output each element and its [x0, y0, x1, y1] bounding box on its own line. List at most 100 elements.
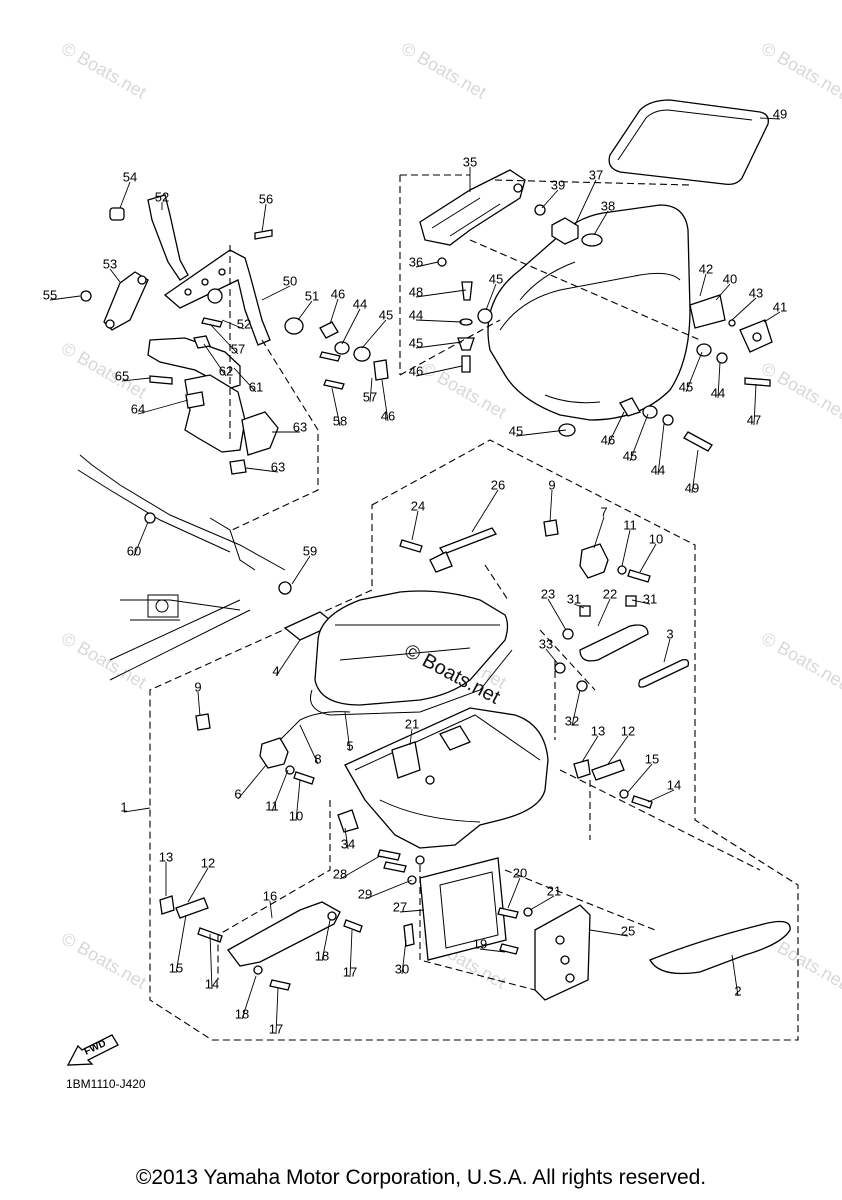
callout-label: 15 [169, 960, 183, 975]
leader-line [331, 387, 341, 427]
leader-line [109, 268, 121, 283]
callout-label: 63 [271, 459, 285, 474]
watermark: © Boats.net [758, 628, 842, 692]
callout-label: 4 [272, 663, 279, 678]
callout-label: 65 [115, 368, 129, 383]
mounting-rail-drawing [77, 194, 389, 681]
saddlebag-lid-drawing [399, 99, 773, 452]
leader-line [275, 639, 301, 677]
callout-label: 31 [643, 591, 657, 606]
leader-line [763, 311, 781, 323]
callout-label: 28 [333, 866, 347, 881]
callout-label: 46 [601, 432, 615, 447]
leader-line [597, 598, 611, 627]
callout-label: 45 [509, 423, 523, 438]
callout-label: 36 [409, 254, 423, 269]
callout-label: 39 [551, 177, 565, 192]
callout-label: 15 [645, 751, 659, 766]
callout-label: 62 [219, 363, 233, 378]
leader-line [479, 948, 506, 953]
leader-line [291, 555, 311, 585]
leader-line [349, 929, 353, 978]
leader-line [361, 319, 387, 349]
leader-line [339, 855, 381, 880]
leader-line [364, 879, 413, 900]
leader-line [297, 300, 313, 321]
callout-label: 52 [237, 316, 251, 331]
callout-label: 37 [589, 167, 603, 182]
watermark: © Boats.net [58, 38, 150, 102]
copyright-notice: ©2013 Yamaha Motor Corporation, U.S.A. A… [135, 1166, 707, 1189]
leader-line [715, 283, 731, 301]
leader-line [545, 648, 559, 665]
leader-line [731, 297, 757, 321]
callout-label: 11 [265, 798, 279, 813]
callout-label: 45 [409, 335, 423, 350]
leader-line [485, 283, 497, 311]
callout-label: 10 [649, 531, 663, 546]
leader-line [415, 341, 463, 349]
leader-line [415, 289, 467, 298]
callout-label: 18 [315, 948, 329, 963]
callout-label: 13 [159, 849, 173, 864]
leader-line [49, 295, 81, 301]
callout-label: 49 [685, 480, 699, 495]
leader-line [209, 933, 213, 990]
callout-label: 8 [314, 751, 321, 766]
callout-label: 60 [127, 543, 141, 558]
callout-label: 17 [269, 1021, 283, 1036]
leader-line [593, 516, 605, 549]
leader-line [639, 543, 657, 573]
leader-line [607, 735, 629, 765]
callout-label: 64 [131, 401, 145, 416]
callout-label: 44 [711, 385, 725, 400]
leader-line [471, 489, 499, 533]
callout-label: 12 [621, 723, 635, 738]
callout-label: 61 [249, 379, 263, 394]
leader-line [321, 919, 331, 962]
callout-label: 42 [699, 261, 713, 276]
callout-label: 21 [547, 883, 561, 898]
callout-label: 53 [103, 256, 117, 271]
callout-label: 56 [259, 191, 273, 206]
leader-line [237, 764, 267, 800]
leader-line [271, 769, 289, 812]
leader-line [607, 411, 625, 446]
leader-line [753, 383, 757, 426]
callout-label: 45 [489, 271, 503, 286]
leader-line [415, 319, 463, 323]
callout-label: 45 [679, 379, 693, 394]
callout-label: 45 [379, 307, 393, 322]
leader-line [699, 273, 707, 297]
leader-line [275, 987, 279, 1035]
callout-label: 41 [773, 299, 787, 314]
callout-label: 21 [405, 716, 419, 731]
callout-label: 38 [601, 198, 615, 213]
part-code: 1BM1110-J420 [66, 1077, 146, 1091]
leader-line [629, 413, 649, 462]
leader-line [647, 789, 675, 803]
leader-line [329, 298, 339, 325]
callout-label: 9 [194, 679, 201, 694]
saddlebag-drawing [159, 519, 791, 1001]
callout-label: 46 [331, 286, 345, 301]
callout-label: 57 [231, 341, 245, 356]
callout-label: 18 [235, 1006, 249, 1021]
leader-line [415, 261, 439, 268]
leader-line [187, 867, 209, 903]
leader-line [295, 779, 301, 822]
watermark: © Boats.net [758, 38, 842, 102]
leader-line [549, 489, 553, 523]
callout-label: 16 [263, 888, 277, 903]
callout-label: 55 [43, 287, 57, 302]
leader-line [261, 203, 267, 233]
watermark: © Boats.net [58, 628, 150, 692]
watermark: © Boats.net [398, 38, 490, 102]
callout-label: 47 [747, 412, 761, 427]
leader-line [589, 929, 629, 937]
leader-line [381, 379, 389, 422]
callout-label: 52 [155, 189, 169, 204]
callout-label: 59 [303, 543, 317, 558]
callout-label: 17 [343, 964, 357, 979]
leader-line [507, 877, 521, 909]
